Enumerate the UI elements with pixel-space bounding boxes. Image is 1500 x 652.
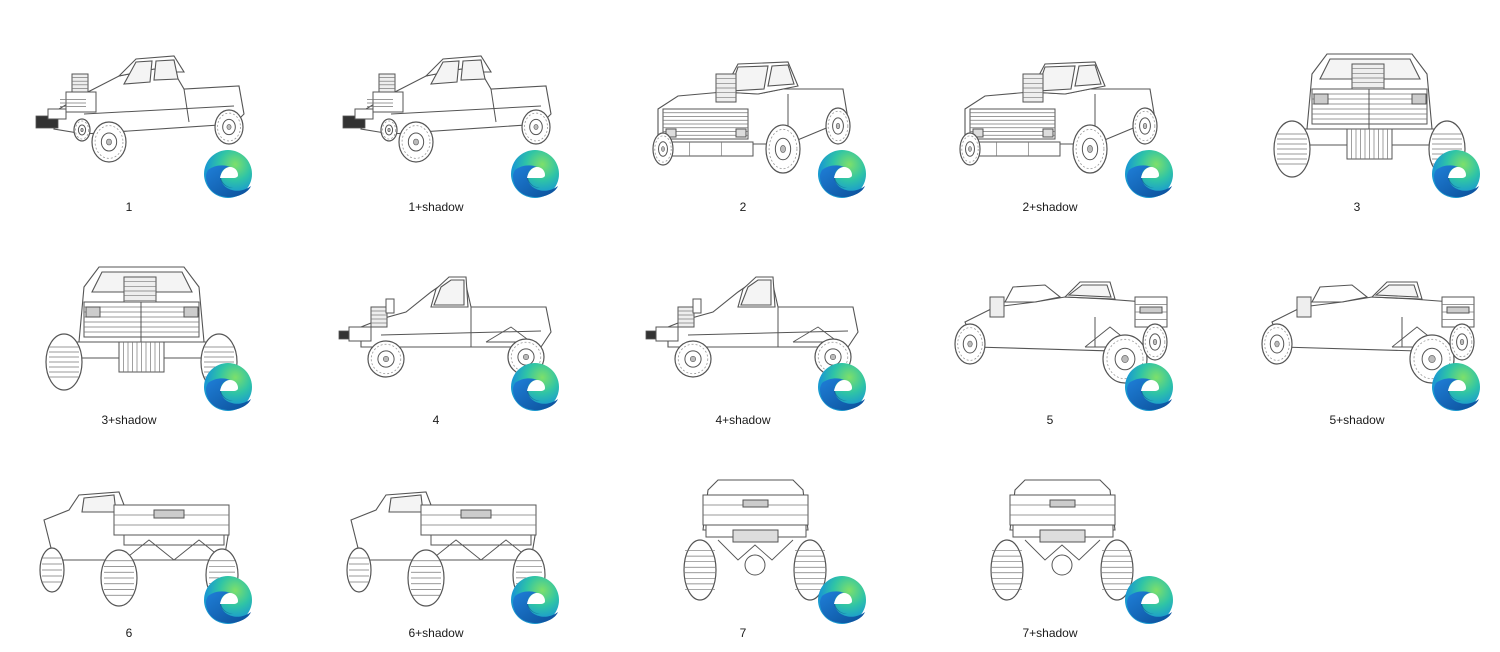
- file-item-3[interactable]: 3: [1242, 20, 1480, 220]
- file-thumbnail: [945, 34, 1175, 184]
- file-label: 4: [432, 413, 440, 427]
- file-label: 7: [739, 626, 747, 640]
- microsoft-edge-icon: [816, 148, 868, 200]
- file-item-3-plus-shadow[interactable]: 3+shadow: [14, 233, 252, 433]
- file-item-4-plus-shadow[interactable]: 4+shadow: [628, 233, 866, 433]
- file-thumbnail: [638, 34, 868, 184]
- truck-drawing: [954, 281, 1168, 384]
- microsoft-edge-icon: [1123, 574, 1175, 626]
- file-label: 7+shadow: [1022, 626, 1078, 640]
- truck-drawing: [683, 479, 827, 601]
- microsoft-edge-icon: [202, 148, 254, 200]
- microsoft-edge-icon: [816, 574, 868, 626]
- file-item-5-plus-shadow[interactable]: 5+shadow: [1242, 233, 1480, 433]
- file-label: 5+shadow: [1329, 413, 1385, 427]
- file-label: 5: [1046, 413, 1054, 427]
- file-thumbnail: [24, 34, 254, 184]
- file-thumbnail: [945, 460, 1175, 610]
- file-label: 2+shadow: [1022, 200, 1078, 214]
- file-item-6-plus-shadow[interactable]: 6+shadow: [321, 446, 559, 646]
- file-thumbnail: [331, 247, 561, 397]
- microsoft-edge-icon: [509, 361, 561, 413]
- file-item-1[interactable]: 1: [14, 20, 252, 220]
- file-item-4[interactable]: 4: [321, 233, 559, 433]
- truck-drawing: [45, 266, 238, 391]
- file-thumbnail: [24, 247, 254, 397]
- truck-drawing: [1273, 53, 1466, 178]
- microsoft-edge-icon: [1123, 148, 1175, 200]
- file-label: 4+shadow: [715, 413, 771, 427]
- file-item-7[interactable]: 7: [628, 446, 866, 646]
- file-item-5[interactable]: 5: [935, 233, 1173, 433]
- file-item-2-plus-shadow[interactable]: 2+shadow: [935, 20, 1173, 220]
- file-label: 6: [125, 626, 133, 640]
- file-thumbnail: [331, 34, 561, 184]
- truck-drawing: [35, 55, 245, 163]
- truck-drawing: [342, 55, 552, 163]
- file-label: 3+shadow: [101, 413, 157, 427]
- truck-drawing: [652, 61, 851, 174]
- file-item-2[interactable]: 2: [628, 20, 866, 220]
- file-label: 2: [739, 200, 747, 214]
- file-thumbnail: [638, 460, 868, 610]
- truck-drawing: [990, 479, 1134, 601]
- microsoft-edge-icon: [1430, 361, 1482, 413]
- truck-drawing: [959, 61, 1158, 174]
- truck-drawing: [338, 276, 552, 378]
- file-label: 3: [1353, 200, 1361, 214]
- file-item-1-plus-shadow[interactable]: 1+shadow: [321, 20, 559, 220]
- file-thumbnail: [24, 460, 254, 610]
- file-thumbnail: [638, 247, 868, 397]
- file-label: 6+shadow: [408, 626, 464, 640]
- file-thumbnail: [1252, 34, 1482, 184]
- truck-drawing: [645, 276, 859, 378]
- microsoft-edge-icon: [1430, 148, 1482, 200]
- microsoft-edge-icon: [202, 361, 254, 413]
- microsoft-edge-icon: [202, 574, 254, 626]
- file-item-6[interactable]: 6: [14, 446, 252, 646]
- microsoft-edge-icon: [1123, 361, 1175, 413]
- microsoft-edge-icon: [816, 361, 868, 413]
- microsoft-edge-icon: [509, 148, 561, 200]
- microsoft-edge-icon: [509, 574, 561, 626]
- file-label: 1+shadow: [408, 200, 464, 214]
- file-thumbnail: [945, 247, 1175, 397]
- file-label: 1: [125, 200, 133, 214]
- file-item-7-plus-shadow[interactable]: 7+shadow: [935, 446, 1173, 646]
- truck-drawing: [39, 491, 239, 607]
